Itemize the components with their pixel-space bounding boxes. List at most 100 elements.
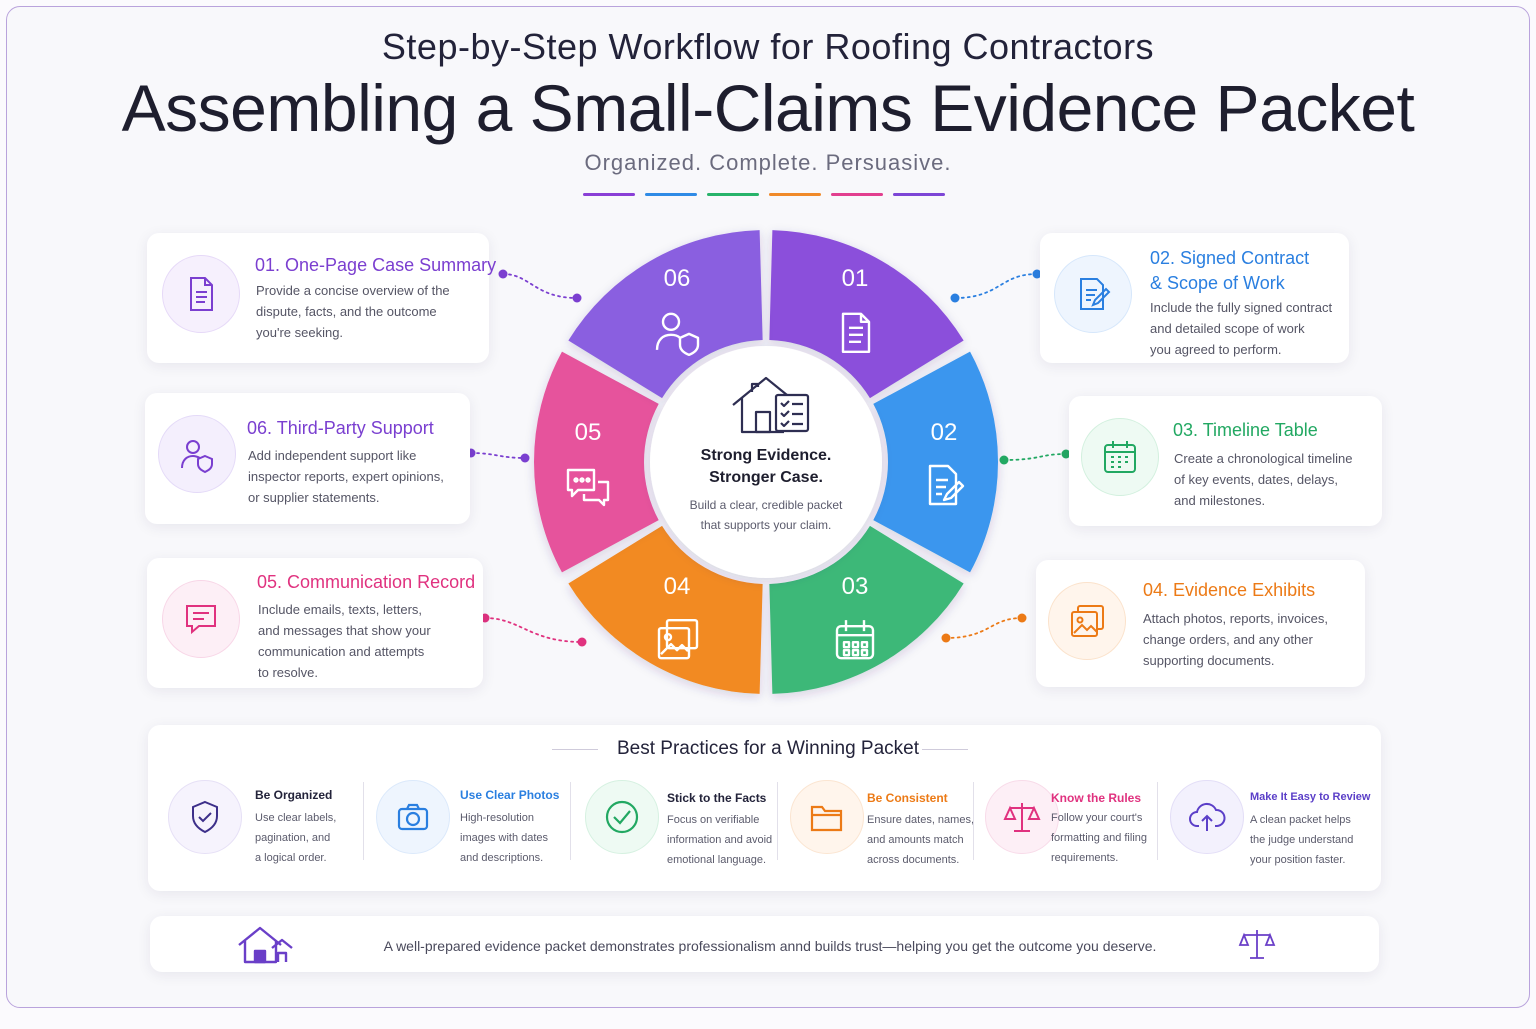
- best-practice-head: Use Clear Photos: [460, 788, 560, 802]
- best-practice-divider: [777, 782, 778, 860]
- camera-icon: [376, 780, 450, 854]
- best-practice-text: A clean packet helps the judge understan…: [1250, 810, 1370, 870]
- step-card-01: 01. One-Page Case Summary Provide a conc…: [147, 233, 496, 363]
- photos-icon: [657, 618, 699, 660]
- step-body: Add independent support like inspector r…: [248, 445, 444, 508]
- step-title: 06. Third-Party Support: [247, 418, 434, 438]
- shield-check-icon: [168, 780, 242, 854]
- calendar-icon: [1081, 418, 1159, 496]
- step-title: 05. Communication Record: [257, 572, 476, 592]
- best-practice-line: across documents.: [867, 854, 960, 866]
- best-practice-head: Be Consistent: [867, 791, 948, 805]
- center-circle: [650, 346, 882, 578]
- scales-icon: [985, 780, 1059, 854]
- wheel-segment-number: 04: [664, 573, 691, 600]
- wheel-segment-02: [873, 351, 998, 573]
- page-subtitle: Step-by-Step Workflow for Roofing Contra…: [381, 26, 1155, 67]
- best-practice-line: Ensure dates, names,: [867, 814, 975, 826]
- connector-dot: [1032, 269, 1042, 279]
- best-practice-line: a logical order.: [255, 852, 327, 864]
- cloud-upload-icon: [1170, 780, 1244, 854]
- best-practice-divider: [570, 782, 571, 860]
- connector-dot: [577, 637, 587, 647]
- best-practice-line: A clean packet helps: [1250, 814, 1351, 826]
- connector-line: [954, 273, 1038, 299]
- document-icon: [162, 255, 240, 333]
- step-body: Include the fully signed contract and de…: [1150, 297, 1332, 360]
- step-body-line: supporting documents.: [1143, 653, 1275, 668]
- best-practice-line: requirements.: [1051, 852, 1119, 864]
- wheel-segment-number: 06: [664, 265, 691, 292]
- house-icon: [236, 925, 294, 970]
- signed-contract-icon: [1054, 255, 1132, 333]
- wheel-segment-number: 01: [842, 265, 869, 292]
- color-bar: [583, 193, 635, 196]
- step-body: Include emails, texts, letters, and mess…: [258, 599, 431, 683]
- chat-icon: [162, 580, 240, 658]
- user-shield-icon: [158, 415, 236, 493]
- connector-dot: [999, 455, 1009, 465]
- center-title: Strong Evidence. Stronger Case.: [656, 445, 876, 489]
- best-practices-rule-right: [922, 749, 968, 750]
- step-body-line: Include emails, texts, letters,: [258, 602, 423, 617]
- color-bar: [707, 193, 759, 196]
- center-body: Build a clear, credible packet that supp…: [689, 498, 843, 532]
- best-practice-head: Make It Easy to Review: [1250, 791, 1371, 803]
- step-body-line: Include the fully signed contract: [1150, 300, 1333, 315]
- step-body-line: Add independent support like: [248, 448, 417, 463]
- best-practice-divider: [973, 782, 974, 860]
- best-practices-title: Best Practices for a Winning Packet: [616, 738, 919, 759]
- step-body-line: you agreed to perform.: [1150, 342, 1282, 357]
- step-title-line1: 02. Signed Contract: [1150, 248, 1310, 268]
- step-body-line: Provide a concise overview of the: [256, 283, 450, 298]
- wheel-segment-number: 05: [575, 419, 602, 446]
- step-body-line: or supplier statements.: [248, 490, 380, 505]
- color-bar: [893, 193, 945, 196]
- wheel-segment-04: [568, 525, 763, 694]
- step-title: 02. Signed Contract & Scope of Work: [1150, 246, 1309, 296]
- wheel-segment-05: [534, 351, 659, 573]
- connector-dot: [498, 269, 508, 279]
- step-card-03: 03. Timeline Table Create a chronologica…: [1069, 396, 1382, 526]
- step-card-04: 04. Evidence Exhibits Attach photos, rep…: [1036, 560, 1365, 687]
- best-practice-line: images with dates: [460, 832, 549, 844]
- best-practice-head: Stick to the Facts: [667, 791, 767, 805]
- scales-icon: [1238, 927, 1276, 966]
- step-body-line: dispute, facts, and the outcome: [256, 304, 437, 319]
- best-practice-line: Focus on verifiable: [667, 814, 760, 826]
- step-body: Create a chronological timeline of key e…: [1174, 448, 1352, 511]
- house-checklist-icon: [732, 376, 810, 434]
- step-body-line: and messages that show your: [258, 623, 431, 638]
- step-body-line: communication and attempts: [258, 644, 425, 659]
- connector-line: [1003, 453, 1067, 461]
- connector-dot: [1061, 449, 1071, 459]
- chat-bubbles-icon: [566, 468, 610, 507]
- wheel-segment-03: [769, 525, 964, 694]
- best-practice-text: Follow your court's formatting and filin…: [1051, 808, 1161, 868]
- footer-bar: [150, 916, 1379, 972]
- step-body-line: change orders, and any other: [1143, 632, 1313, 647]
- step-title-line2: & Scope of Work: [1150, 273, 1285, 293]
- calendar-icon: [835, 620, 875, 660]
- best-practice-text: Focus on verifiable information and avoi…: [667, 810, 787, 870]
- step-body: Provide a concise overview of the disput…: [256, 280, 450, 343]
- best-practice-text: Use clear labels, pagination, and a logi…: [255, 808, 365, 868]
- connector-line: [484, 617, 583, 643]
- color-bar: [645, 193, 697, 196]
- best-practice-divider: [1157, 782, 1158, 860]
- wheel-segment-06: [568, 230, 763, 399]
- best-practice-line: your position faster.: [1250, 854, 1346, 866]
- best-practice-line: the judge understand: [1250, 834, 1354, 846]
- step-body-line: Attach photos, reports, invoices,: [1143, 611, 1328, 626]
- step-title: 04. Evidence Exhibits: [1143, 580, 1316, 600]
- best-practice-line: High-resolution: [460, 812, 534, 824]
- best-practice-text: Ensure dates, names, and amounts match a…: [867, 810, 987, 870]
- center-title-line1: Strong Evidence.: [700, 447, 832, 464]
- step-card-02: 02. Signed Contract & Scope of Work Incl…: [1040, 233, 1349, 363]
- signed-contract-icon: [928, 464, 965, 506]
- color-bar: [831, 193, 883, 196]
- connector-dot: [572, 293, 582, 303]
- step-title: 03. Timeline Table: [1173, 420, 1318, 440]
